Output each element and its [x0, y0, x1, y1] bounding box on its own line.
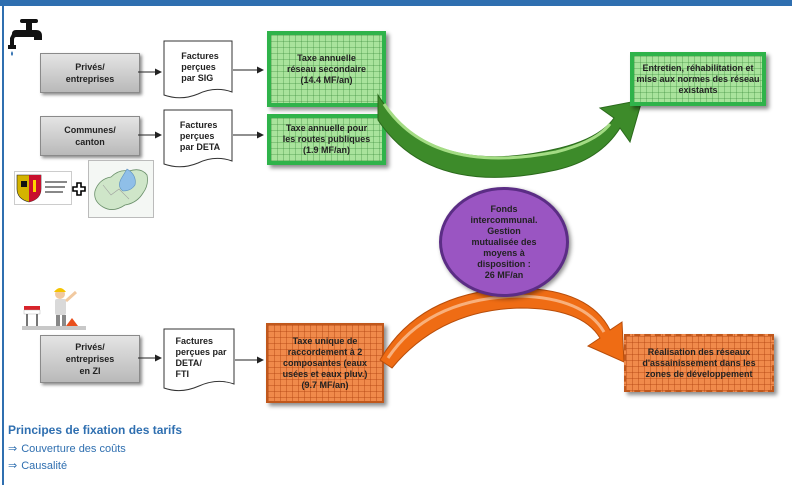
principle-causality: ⇒Causalité — [8, 459, 67, 472]
charge-box-connection: Taxe unique de raccordement à 2 composan… — [266, 323, 384, 403]
actor-label: Communes/ canton — [64, 125, 116, 147]
left-rule — [2, 6, 4, 485]
invoice-doc-label: Factures perçues par SIG — [181, 50, 219, 83]
water-tap-icon — [6, 16, 48, 58]
pricing-principles-title: Principes de fixation des tarifs — [8, 423, 183, 437]
actor-label: Privés/ entreprises — [65, 62, 115, 84]
outcome-label: Réalisation des réseaux d'assainissement… — [642, 346, 756, 379]
charge-box-roads: Taxe annuelle pour les routes publiques … — [267, 114, 386, 165]
canton-map-icon — [88, 160, 154, 218]
actor-label: Privés/ entreprises en ZI — [65, 342, 115, 376]
principle-label: Couverture des coûts — [21, 443, 126, 455]
implies-arrow-icon: ⇒ — [8, 460, 18, 472]
invoice-doc-deta: Factures perçues par DETA — [163, 109, 233, 171]
invoice-doc-deta-fti: Factures perçues par DETA/ FTI — [163, 328, 235, 396]
principle-label: Causalité — [21, 460, 68, 472]
actor-box-private-zi: Privés/ entreprises en ZI — [40, 335, 140, 383]
fund-label: Fonds intercommunal. Gestion mutualisée … — [470, 203, 538, 280]
geneva-coat-of-arms-icon — [14, 171, 72, 205]
charge-label: Taxe unique de raccordement à 2 composan… — [282, 335, 368, 390]
principle-cost-coverage: ⇒Couverture des coûts — [8, 442, 126, 455]
invoice-doc-label: Factures perçues par DETA/ FTI — [175, 336, 227, 379]
construction-worker-icon — [22, 282, 86, 332]
invoice-doc-sig: Factures perçues par SIG — [163, 40, 233, 102]
outcome-box-maintenance: Entretien, réhabilitation et mise aux no… — [630, 52, 766, 106]
actor-box-private: Privés/ entreprises — [40, 53, 140, 93]
outcome-box-development: Réalisation des réseaux d'assainissement… — [624, 334, 774, 392]
top-bar — [0, 0, 792, 6]
charge-box-network: Taxe annuelle réseau secondaire (14.4 MF… — [267, 31, 386, 107]
charge-label: Taxe annuelle pour les routes publiques … — [282, 123, 371, 155]
charge-label: Taxe annuelle réseau secondaire (14.4 MF… — [286, 52, 367, 85]
implies-arrow-icon: ⇒ — [8, 443, 18, 455]
orange-curved-arrow — [379, 287, 625, 369]
outcome-label: Entretien, réhabilitation et mise aux no… — [636, 62, 760, 95]
intercommunal-fund-circle: Fonds intercommunal. Gestion mutualisée … — [439, 187, 569, 297]
plus-icon — [72, 182, 86, 196]
actor-box-communes: Communes/ canton — [40, 116, 140, 156]
invoice-doc-label: Factures perçues par DETA — [179, 119, 221, 152]
